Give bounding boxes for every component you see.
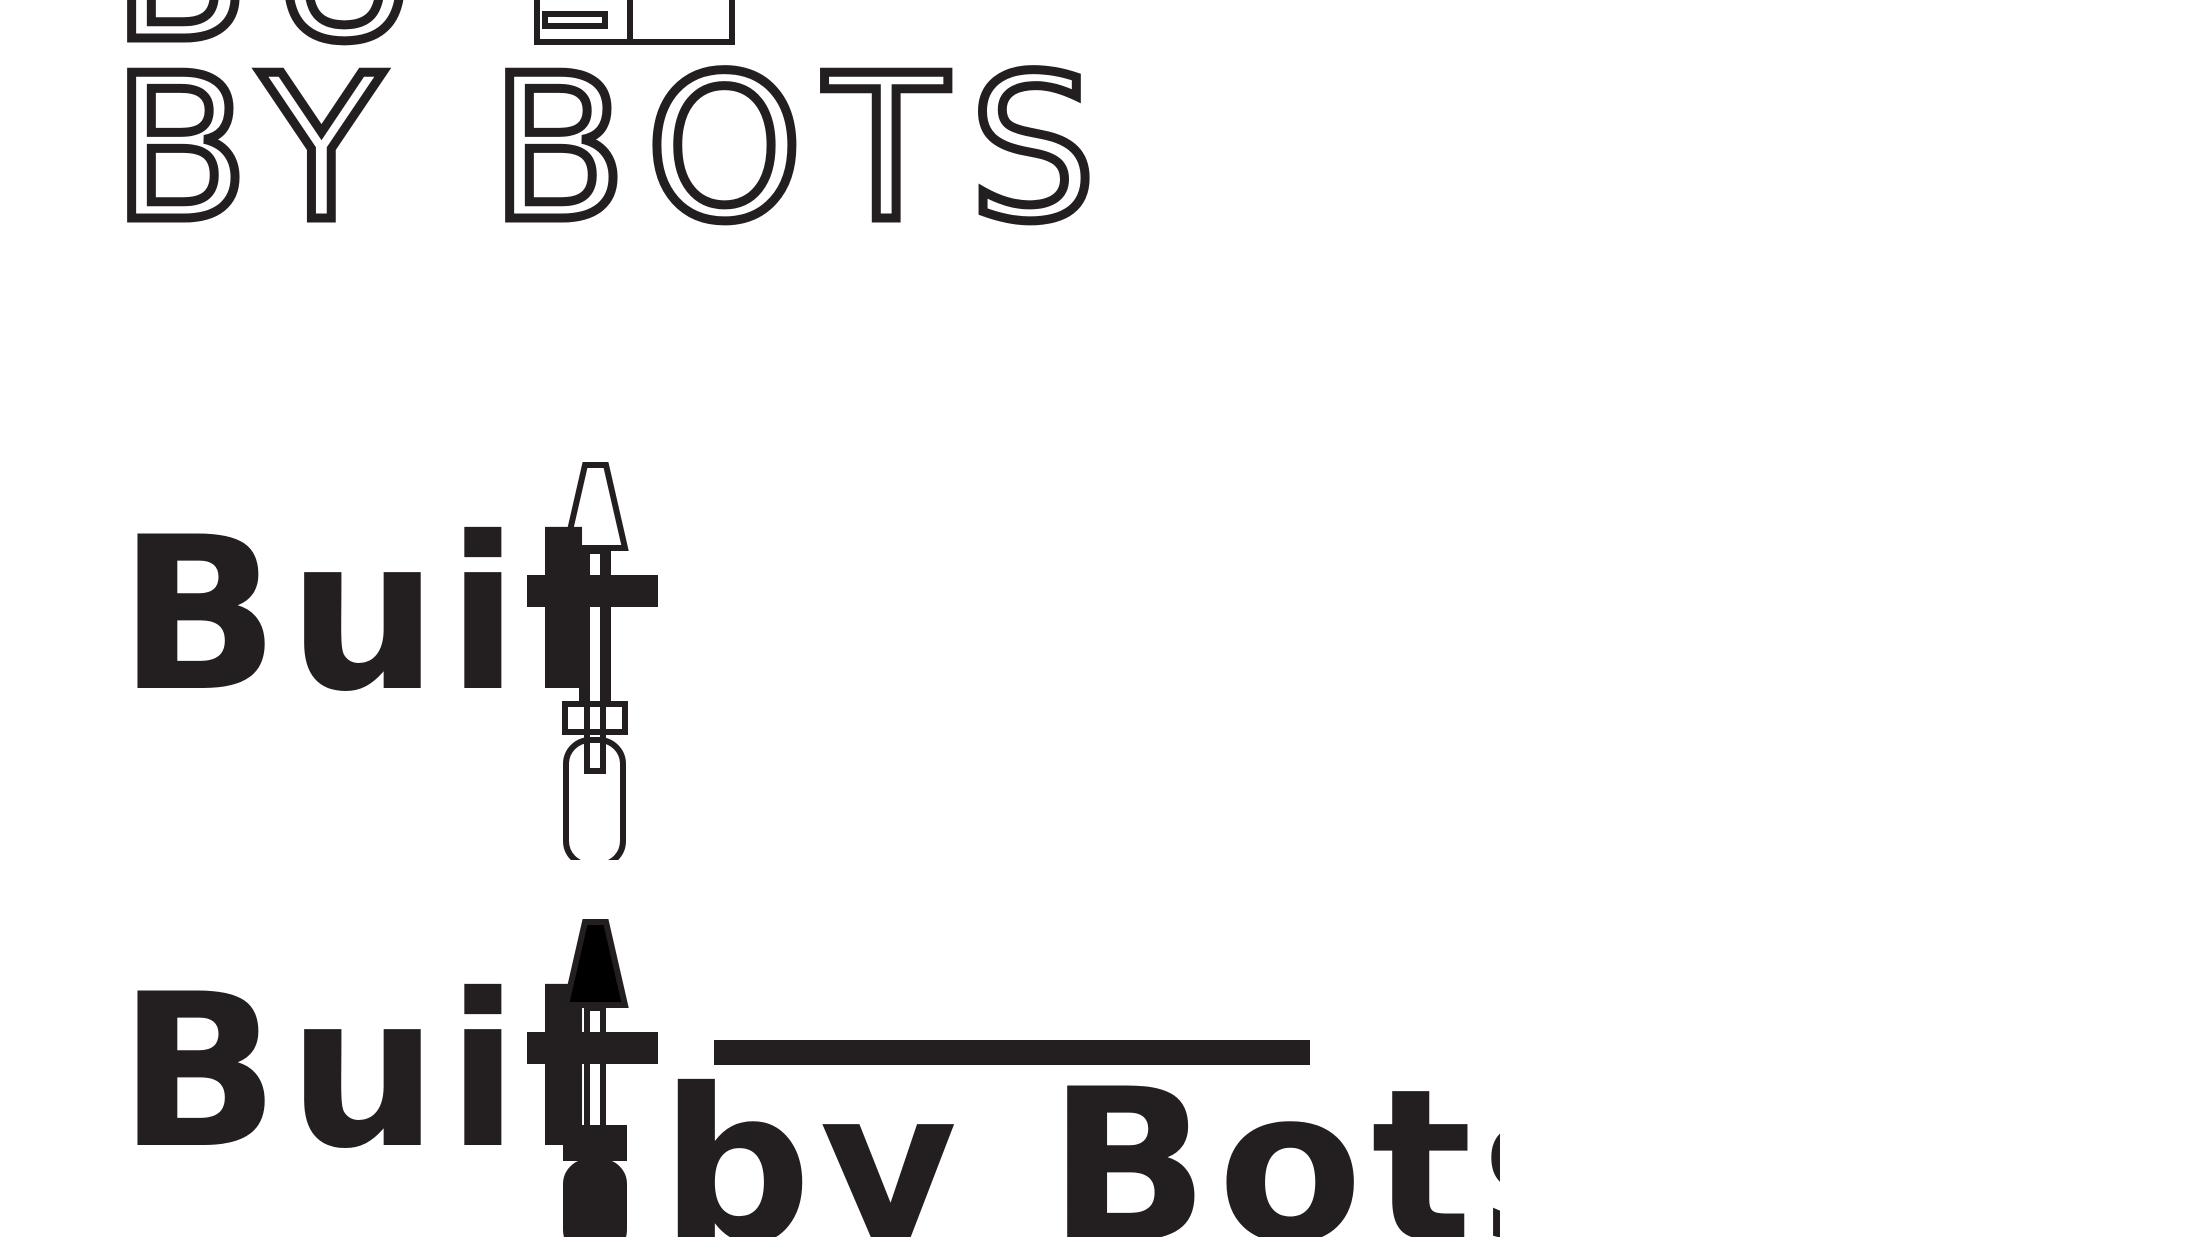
logo-middle-word: Buil: [118, 491, 608, 738]
logo-bottom-word1: Buil: [118, 948, 608, 1195]
logo-outline-svg: BU BY BOTS: [108, 0, 1118, 260]
logo-outline-line2: BY BOTS: [112, 33, 1118, 260]
logo-bottom-word2: by Bots: [660, 1043, 1500, 1237]
underline-bar: [714, 1040, 1310, 1065]
logo-outline-wordmark: BU BY BOTS: [0, 0, 2200, 260]
screwdriver-outline-icon: [527, 462, 658, 860]
screwdriver-filled-icon: [527, 919, 658, 1237]
logo-outline-line1: BU: [112, 0, 440, 86]
logo-bottom-svg: Buil by Bots: [118, 919, 1500, 1237]
screwdriver-icon: [534, 0, 735, 45]
logo-middle-svg: Buil: [118, 462, 658, 860]
logo-bold-outline-screwdriver: Buil: [0, 440, 800, 860]
logo-bold-filled-screwdriver: Buil by Bots: [0, 900, 1500, 1237]
